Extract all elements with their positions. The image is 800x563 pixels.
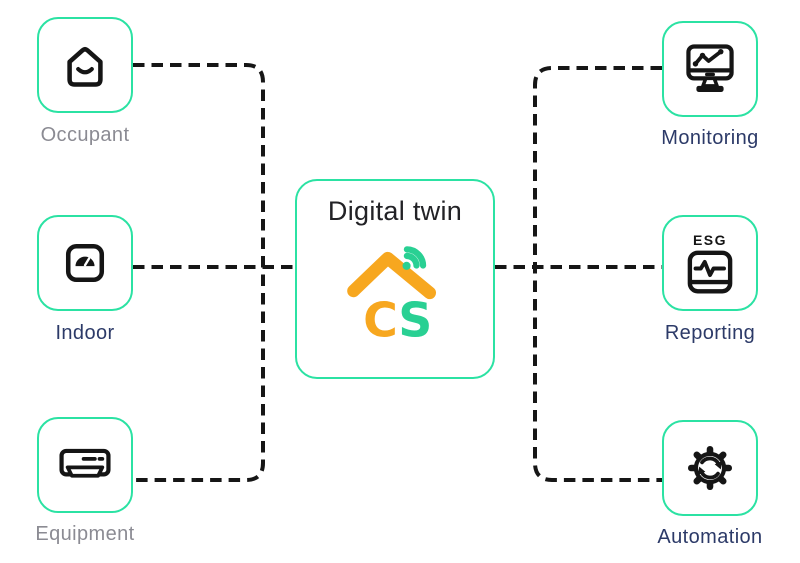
- automation-label: Automation: [657, 526, 763, 548]
- cs-home-wifi-logo-icon: C S: [347, 246, 437, 345]
- equipment-label: Equipment: [35, 523, 135, 545]
- gauge-scale-icon: [65, 243, 105, 283]
- logo-letter-c: C: [363, 293, 398, 345]
- indoor-label: Indoor: [55, 322, 115, 344]
- gear-sync-icon: [687, 445, 733, 491]
- wifi-signal-icon: [402, 246, 427, 270]
- monitoring-label: Monitoring: [661, 127, 759, 149]
- automation-node-box: [662, 420, 758, 516]
- digital-twin-title: Digital twin: [327, 196, 463, 226]
- equipment-node-box: [37, 417, 133, 513]
- logo-letter-s: S: [398, 293, 432, 345]
- indoor-node-box: [37, 215, 133, 311]
- house-smile-icon: [67, 46, 103, 87]
- esg-report-icon: [687, 250, 733, 293]
- occupant-node-box: [37, 17, 133, 113]
- monitor-chart-icon: [686, 44, 734, 92]
- occupant-label: Occupant: [40, 124, 130, 146]
- reporting-node-box: ESG: [662, 215, 758, 311]
- esg-badge: ESG: [692, 231, 728, 248]
- air-conditioner-icon: [59, 448, 111, 478]
- monitoring-node-box: [662, 21, 758, 117]
- digital-twin-box: Digital twin C S: [295, 179, 495, 379]
- reporting-label: Reporting: [664, 322, 756, 344]
